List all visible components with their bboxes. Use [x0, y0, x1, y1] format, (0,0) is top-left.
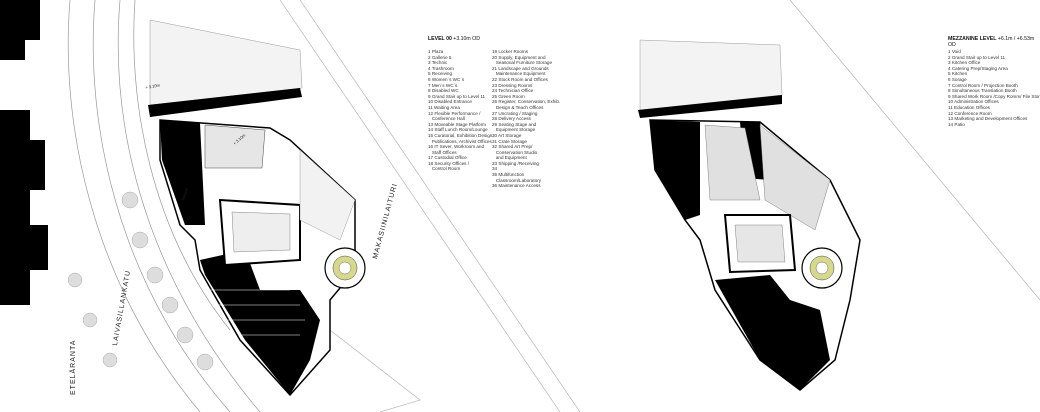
- legend-item: 6 Women´s WC´s: [428, 76, 465, 82]
- legend-item: 2 Gallerie 5: [428, 54, 452, 60]
- mezzanine-plan: [638, 39, 861, 391]
- legend-item: 13 Marketing and Development Offices: [948, 116, 1028, 122]
- legend-item: 24 Technician Office: [492, 88, 534, 94]
- legend-item: 22 Stock Room and Offices: [492, 76, 548, 82]
- legend-item: 10 Disabled Entrance: [428, 99, 472, 105]
- legend-item: 11 Education Offices: [948, 104, 990, 110]
- legend-item: 29 Seating Stage and Equipment Storage: [492, 121, 537, 133]
- mezzanine-title: MEZZANINE LEVEL +6.1m / +6.53m OD: [948, 36, 1035, 48]
- legend-item: 2 Grand Stair up to Level 11: [948, 54, 1006, 60]
- legend-item: 8 Simultaneous Translation Booth: [948, 88, 1017, 94]
- legend-item: 3 Technic: [428, 60, 448, 66]
- legend-item: 1 Void: [948, 49, 961, 54]
- legend-item: 27 Uncrating / Staging: [492, 110, 538, 116]
- legend-item: 6 Sorage: [948, 76, 967, 82]
- legend-item: 23 Dressing Rooms: [492, 82, 533, 88]
- street-lines: [67, 0, 261, 412]
- legend-item: 7 Men´s WC´s: [428, 82, 458, 88]
- legend-item: 5 Kitchen: [948, 71, 968, 77]
- level00-plan: [148, 19, 366, 397]
- level00-title: LEVEL 00 +3.10m OD: [428, 36, 480, 42]
- legend-item: 8 Disabled WC: [428, 88, 459, 94]
- legend-item: 19 Locker Rooms: [492, 49, 529, 54]
- legend-item: 25 Green Room: [492, 93, 525, 99]
- legend-item: 4 Trashroom: [428, 65, 454, 71]
- legend-item: 28 Delivery Access: [492, 116, 531, 122]
- quay-lines: [279, 0, 1040, 412]
- legend-item: 3 Kitchen Office: [948, 60, 981, 66]
- legend-item: 12 Flexible Performance / Conference Hal…: [428, 110, 481, 122]
- legend-item: 18 Security Offices / Control Room: [428, 160, 470, 172]
- legend-item: 14 Staff Lunch Room/Lounge: [428, 127, 488, 133]
- legend-item: 9 Grand Stair up to Level 11: [428, 93, 486, 99]
- legend-item: 26 Register, Conservation, Exhib. Design…: [492, 99, 561, 110]
- legend-item: 4 Catering Prep/Staging Area: [948, 65, 1008, 71]
- legend-item: 31 Crate Storage: [492, 138, 527, 144]
- legend-item: 36 Maintenance Access: [492, 183, 541, 189]
- legend-item: 34: [492, 166, 498, 172]
- legend-item: 33 Shipping /Receiving: [492, 160, 539, 166]
- legend-item: 20 Supply, Equipment and Seasonal Furnit…: [492, 54, 553, 66]
- legend-item: 30 Art Storage: [492, 132, 522, 138]
- legend-item: 16 IT Sever, Workroom and Staff Offices: [428, 144, 485, 155]
- legend-item: 12 Conference Room: [948, 110, 992, 116]
- legend-item: 1 Plaza: [428, 49, 444, 54]
- street-label-etelaranta: ETELÄRANTA: [70, 339, 77, 395]
- mezzanine-legend: MEZZANINE LEVEL +6.1m / +6.53m OD 1 Void…: [948, 36, 1040, 127]
- legend-item: 15 Curatorial, Exhibition Design, Public…: [428, 132, 494, 144]
- legend-item: 32 Shared Art Prep/ Conservation Studio …: [492, 144, 538, 161]
- legend-item: 14 Patio: [948, 121, 965, 127]
- legend-item: 11 Waiting Area: [428, 104, 460, 110]
- legend-item: 7 Control Room / Projection Booth: [948, 82, 1018, 88]
- legend-item: 21 Landscape and Grounds Maintenance Equ…: [492, 65, 549, 77]
- neighbour-buildings: [0, 0, 48, 305]
- legend-item: 17 Custodial Office: [428, 155, 467, 161]
- legend-item: 35 Multifunction Classroom/Laboratory: [492, 172, 542, 183]
- legend-item: 13 Moveable Stage Platform: [428, 121, 486, 127]
- legend-item: 10 Administration Offices: [948, 99, 999, 105]
- legend-item: 9 Shared Work Room /Copy Romm/ File Stor…: [948, 93, 1040, 99]
- trees: [67, 191, 214, 371]
- legend-item: 5 Receiving: [428, 71, 453, 77]
